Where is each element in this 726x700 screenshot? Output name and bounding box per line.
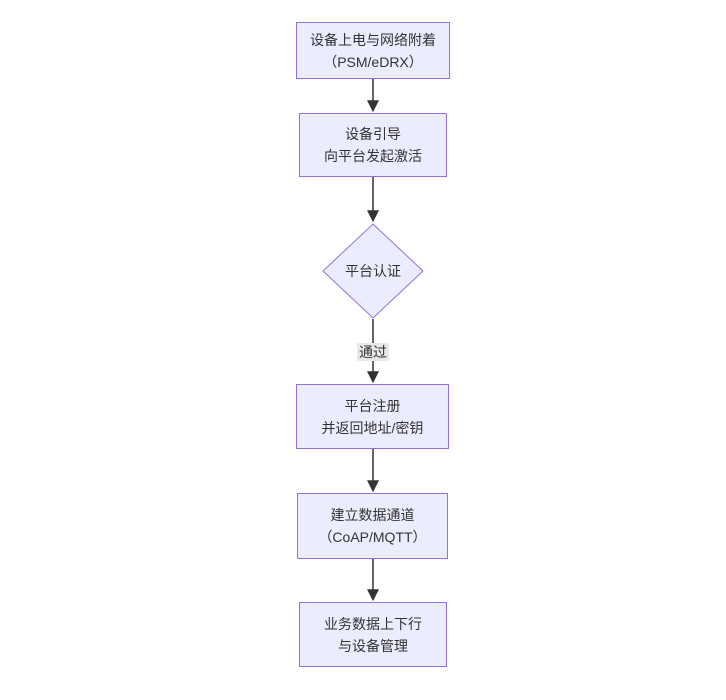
node-business-data-line1: 业务数据上下行 [324,615,422,632]
node-register: 平台注册 并返回地址/密钥 [296,384,449,449]
node-business-data-line2: 与设备管理 [338,637,408,654]
node-platform-auth-label: 平台认证 [345,263,401,279]
node-data-channel-line2: （CoAP/MQTT） [318,529,427,545]
node-data-channel-line1: 建立数据通道 [330,507,415,523]
node-power-attach-line1: 设备上电与网络附着 [310,31,436,48]
node-power-attach: 设备上电与网络附着 （PSM/eDRX） [296,22,450,79]
node-register-line2: 并返回地址/密钥 [321,419,424,436]
node-bootstrap-line1: 设备引导 [345,126,401,142]
node-register-line1: 平台注册 [344,397,401,414]
diamond-shape-icon [322,223,424,319]
node-platform-auth: 平台认证 [322,223,424,319]
node-power-attach-line2: （PSM/eDRX） [323,53,423,70]
node-bootstrap-line2: 向平台发起激活 [324,148,422,164]
node-bootstrap: 设备引导 向平台发起激活 [299,113,447,177]
node-data-channel: 建立数据通道 （CoAP/MQTT） [297,493,448,559]
edge-label-pass: 通过 [357,343,389,361]
node-business-data: 业务数据上下行 与设备管理 [299,602,447,667]
